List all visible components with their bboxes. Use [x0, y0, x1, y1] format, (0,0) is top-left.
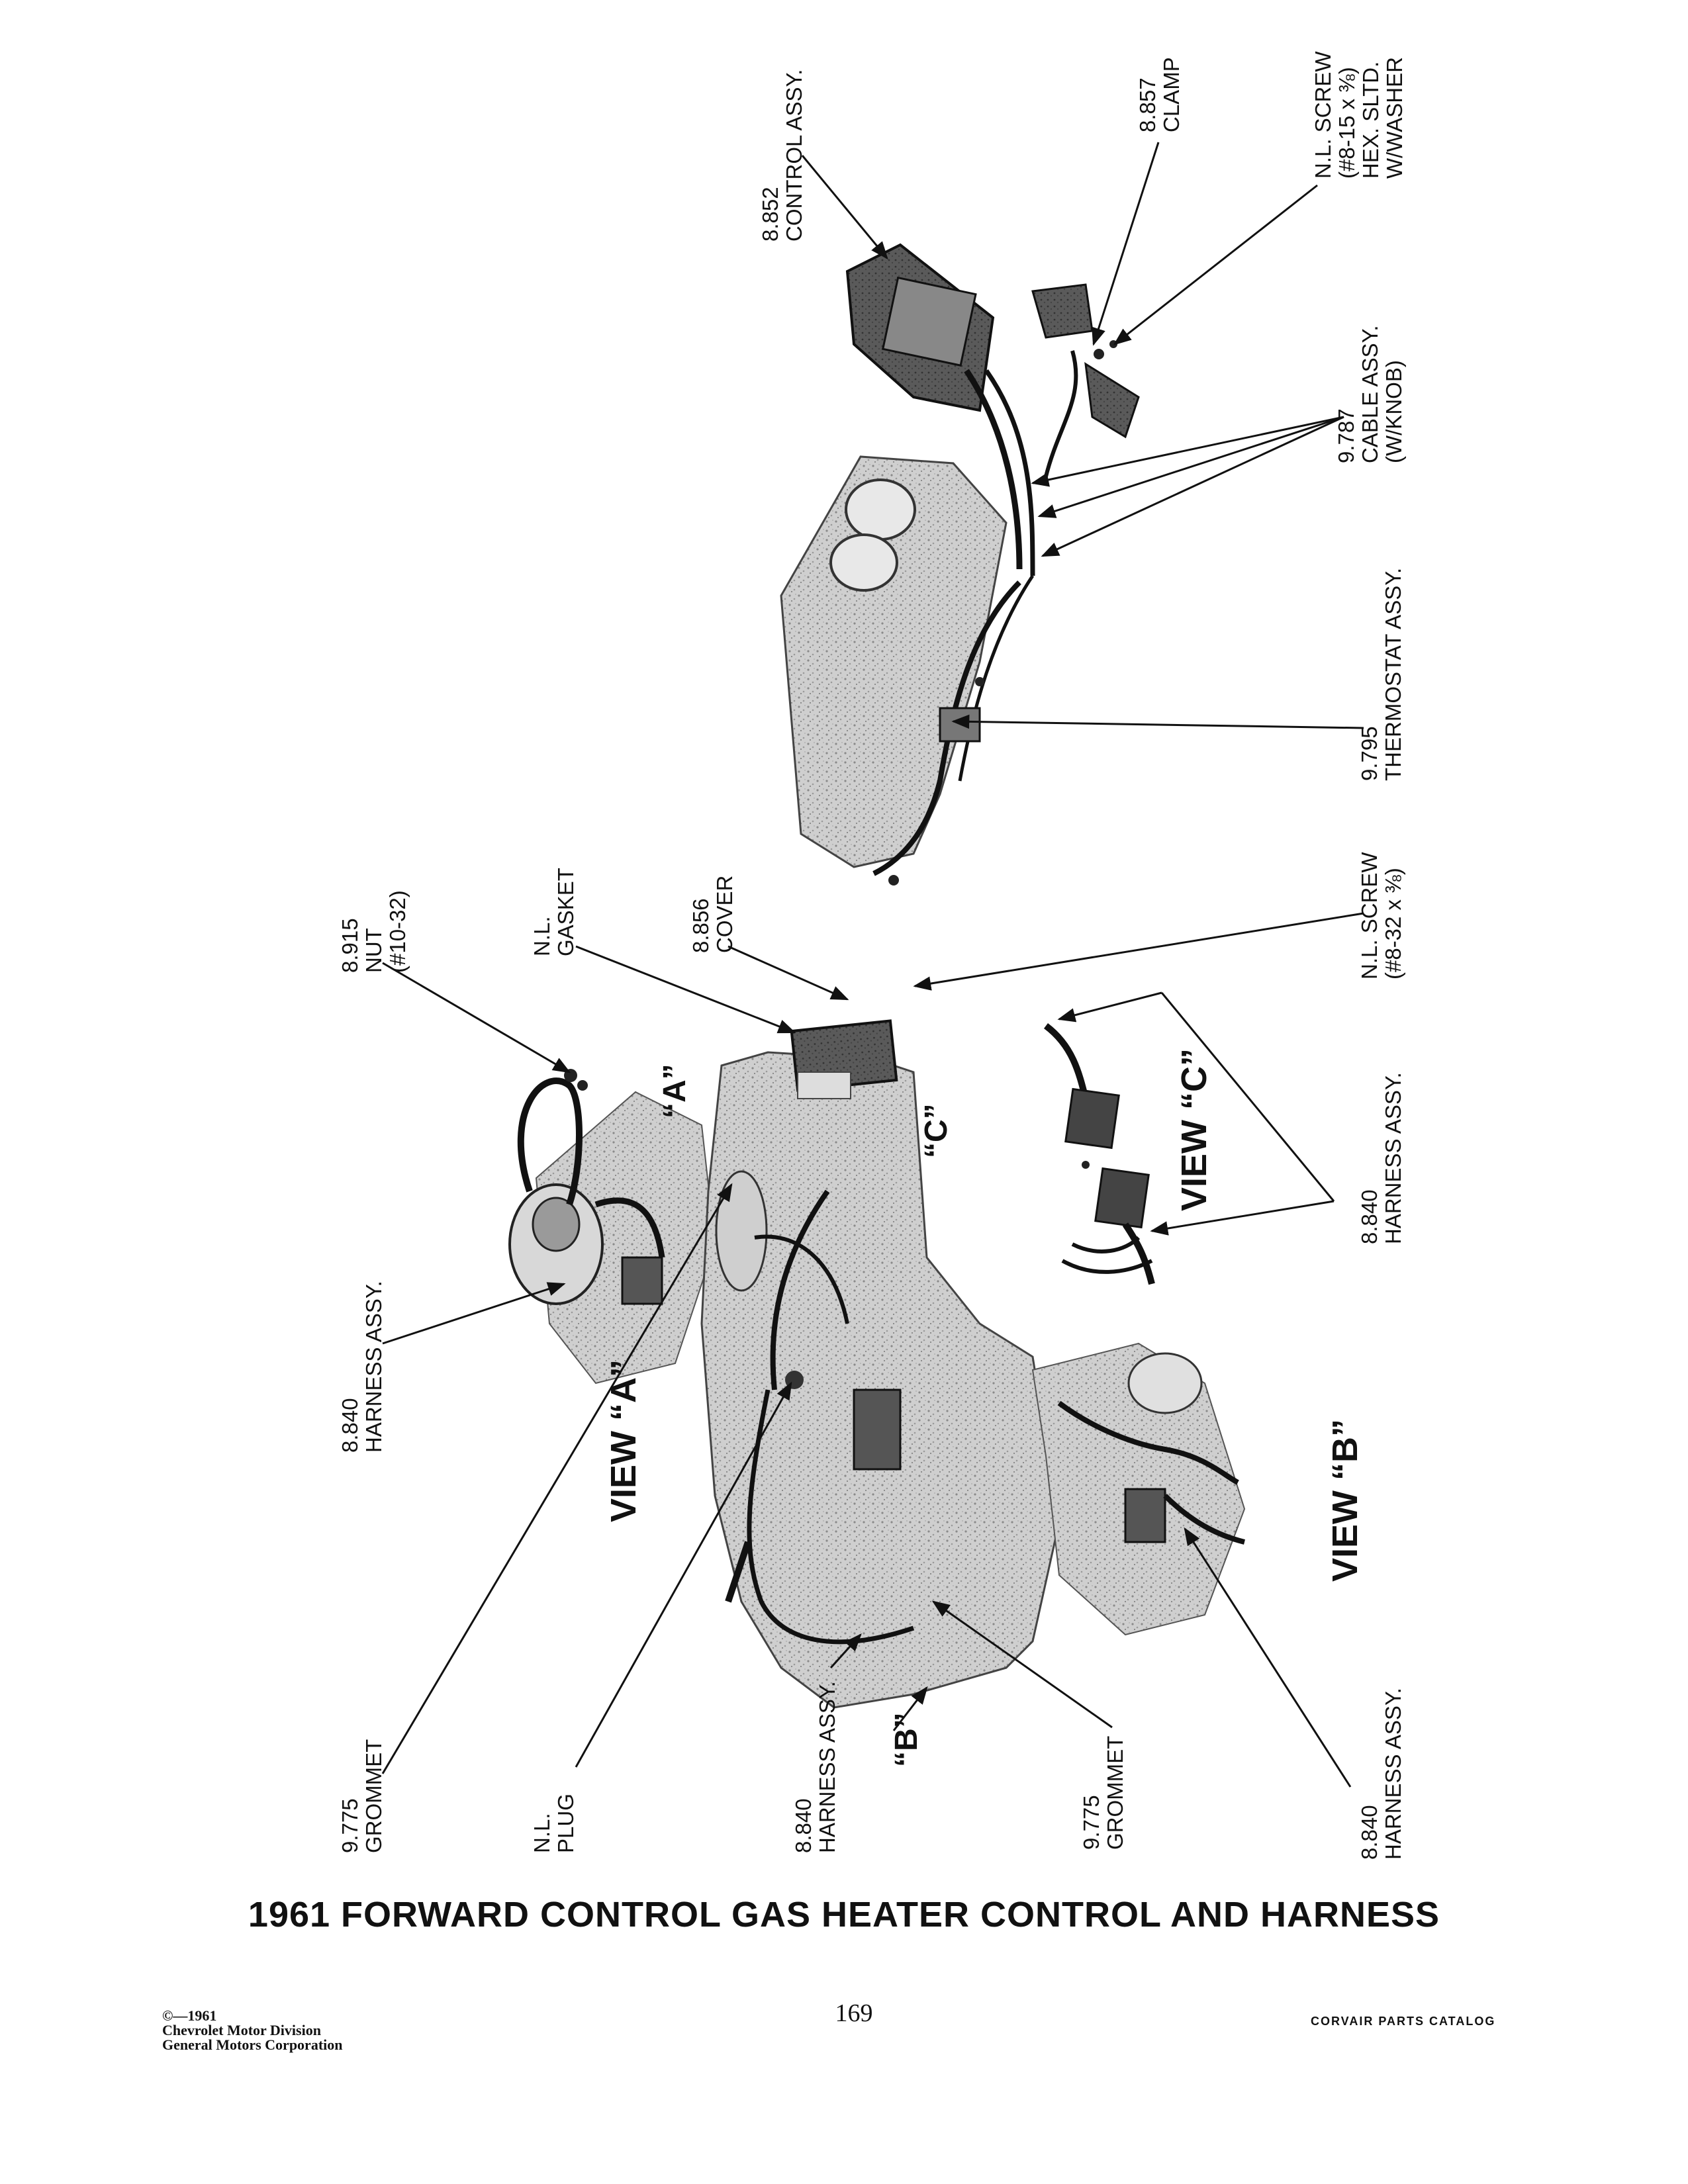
part-number: N.L. — [530, 916, 554, 956]
part-number: 8.915 — [338, 918, 362, 973]
page-title: 1961 FORWARD CONTROL GAS HEATER CONTROL … — [248, 1895, 1440, 1934]
label-harness-b: 8.840 HARNESS ASSY. — [791, 1681, 839, 1853]
callout-a: “A” — [657, 1064, 692, 1118]
part-line-1: N.L. SCREW — [1357, 852, 1382, 979]
leader-lines — [381, 142, 1364, 1788]
view-a-title: VIEW “A” — [604, 1359, 643, 1522]
view-c-title: VIEW “C” — [1174, 1048, 1214, 1211]
part-name: HARNESS ASSY. — [361, 1281, 386, 1453]
label-nut: 8.915 NUT (#10-32) — [338, 890, 410, 973]
part-name: CLAMP — [1159, 57, 1184, 132]
label-harness-view-b: 8.840 HARNESS ASSY. — [1357, 1688, 1405, 1860]
control-assembly-illustration — [845, 243, 1140, 576]
part-number: 8.840 — [1357, 1805, 1382, 1860]
part-name: COVER — [712, 876, 737, 953]
part-name: HARNESS ASSY. — [1381, 1072, 1405, 1244]
part-number: 9.795 — [1357, 726, 1382, 781]
label-clamp: 8.857 CLAMP — [1135, 57, 1184, 132]
part-note: (W/KNOB) — [1382, 360, 1406, 463]
view-b-illustration — [1031, 1342, 1246, 1636]
part-number: N.L. — [530, 1813, 554, 1853]
label-grommet-2: 9.775 GROMMET — [1079, 1736, 1127, 1850]
part-name: HARNESS ASSY. — [815, 1681, 839, 1853]
label-grommet-1: 9.775 GROMMET — [338, 1739, 386, 1853]
label-harness-view-a: 8.840 HARNESS ASSY. — [338, 1281, 386, 1453]
part-name: PLUG — [553, 1794, 578, 1853]
part-line-3: HEX. SLTD. — [1358, 62, 1383, 179]
part-line-4: W/WASHER — [1382, 57, 1407, 179]
view-a-illustration — [508, 1069, 716, 1385]
label-thermostat-assy: 9.795 THERMOSTAT ASSY. — [1357, 568, 1405, 781]
part-name: NUT — [361, 928, 386, 973]
callout-c: “C” — [919, 1103, 954, 1158]
thermostat-panel-illustration — [780, 455, 1035, 886]
copyright-block: ©—1961 Chevrolet Motor Division General … — [162, 2009, 343, 2052]
part-number: 8.840 — [1357, 1189, 1382, 1244]
part-name: GROMMET — [1103, 1736, 1127, 1850]
part-name: GROMMET — [361, 1739, 386, 1853]
label-control-assy: 8.852 CONTROL ASSY. — [758, 69, 806, 242]
label-harness-view-c: 8.840 HARNESS ASSY. — [1357, 1072, 1405, 1244]
part-name: CONTROL ASSY. — [782, 69, 806, 242]
label-plug: N.L. PLUG — [530, 1794, 578, 1853]
heater-body-illustration — [700, 1019, 1060, 1709]
part-number: 8.852 — [758, 187, 782, 242]
label-nl-screw-top: N.L. SCREW (#8-15 x ⅜) HEX. SLTD. W/WASH… — [1311, 51, 1407, 179]
part-name: GASKET — [553, 868, 578, 956]
part-number: 8.857 — [1135, 77, 1160, 132]
view-c-illustration — [1043, 1023, 1155, 1285]
part-line-2: (#8-32 x ⅜) — [1381, 868, 1405, 979]
label-cable-assy: 9.787 CABLE ASSY. (W/KNOB) — [1334, 325, 1406, 463]
copyright-line-3: General Motors Corporation — [162, 2036, 343, 2053]
view-b-title: VIEW “B” — [1325, 1419, 1365, 1582]
part-number: 9.775 — [1079, 1795, 1103, 1850]
callout-b: “B” — [889, 1712, 924, 1767]
part-name: HARNESS ASSY. — [1381, 1688, 1405, 1860]
copyright-line-1: ©—1961 — [162, 2007, 217, 2024]
part-line-1: N.L. SCREW — [1311, 51, 1335, 179]
part-number: 9.775 — [338, 1798, 362, 1853]
catalog-name: CORVAIR PARTS CATALOG — [1311, 2015, 1496, 2028]
copyright-line-2: Chevrolet Motor Division — [162, 2022, 321, 2038]
part-name: CABLE ASSY. — [1358, 325, 1382, 463]
label-gasket: N.L. GASKET — [530, 868, 578, 956]
part-name: THERMOSTAT ASSY. — [1381, 568, 1405, 781]
part-number: 8.840 — [791, 1798, 816, 1853]
label-cover: 8.856 COVER — [688, 876, 737, 953]
label-nl-screw-mid: N.L. SCREW (#8-32 x ⅜) — [1357, 852, 1405, 979]
part-note: (#10-32) — [385, 890, 410, 973]
part-number: 8.840 — [338, 1398, 362, 1453]
part-number: 9.787 — [1334, 408, 1358, 463]
part-number: 8.856 — [688, 898, 713, 953]
part-line-2: (#8-15 x ⅜) — [1335, 67, 1359, 179]
page-number: 169 — [835, 1999, 873, 2027]
